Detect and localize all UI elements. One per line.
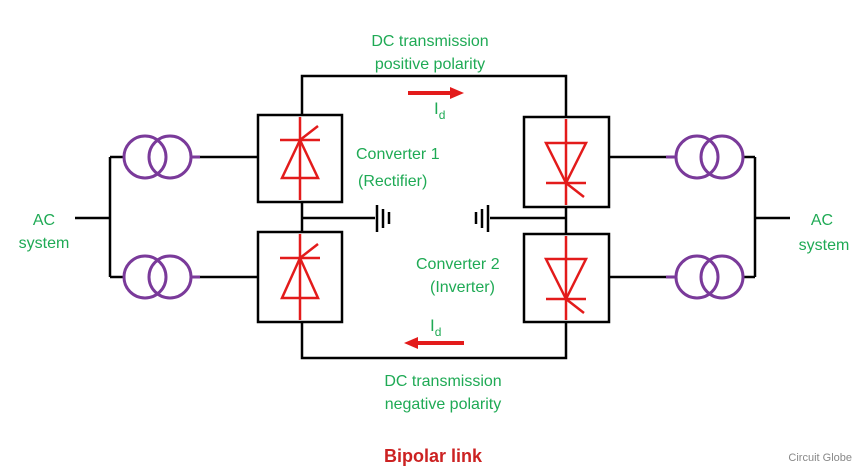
transformer-icon (122, 254, 200, 300)
current-label-bottom: Id (430, 316, 441, 339)
top-line-label-2: positive polarity (375, 56, 485, 73)
converter2-label-1: Converter 2 (416, 256, 500, 273)
positive-dc-line (300, 74, 568, 117)
converter2-label-2: (Inverter) (430, 279, 495, 296)
thyristor-up-icon (280, 117, 320, 200)
converter1-label-1: Converter 1 (356, 146, 440, 163)
transformer-icon (122, 134, 200, 180)
current-arrow-left-icon (404, 337, 464, 349)
ac-right-label-1: AC (811, 212, 833, 229)
current-arrow-right-icon (408, 87, 464, 99)
transformer-icon (666, 134, 745, 180)
right-ground-icon (474, 205, 490, 232)
ac-right-label-2: system (799, 237, 850, 254)
ac-left-label-1: AC (33, 212, 55, 229)
brand-watermark: Circuit Globe (788, 452, 852, 464)
left-ground-icon (375, 205, 391, 232)
ac-left-label-2: system (19, 235, 70, 252)
diagram-title: Bipolar link (384, 446, 483, 466)
bottom-line-label-2: negative polarity (385, 396, 502, 413)
bottom-line-label-1: DC transmission (384, 373, 501, 390)
negative-dc-line (300, 322, 568, 360)
converter1-label-2: (Rectifier) (358, 173, 427, 190)
thyristor-down-icon (543, 119, 589, 205)
current-label-top: Id (434, 99, 445, 122)
thyristor-down-icon (543, 236, 589, 320)
transformer-icon (666, 254, 745, 300)
top-line-label-1: DC transmission (371, 33, 488, 50)
thyristor-up-icon (280, 234, 320, 320)
